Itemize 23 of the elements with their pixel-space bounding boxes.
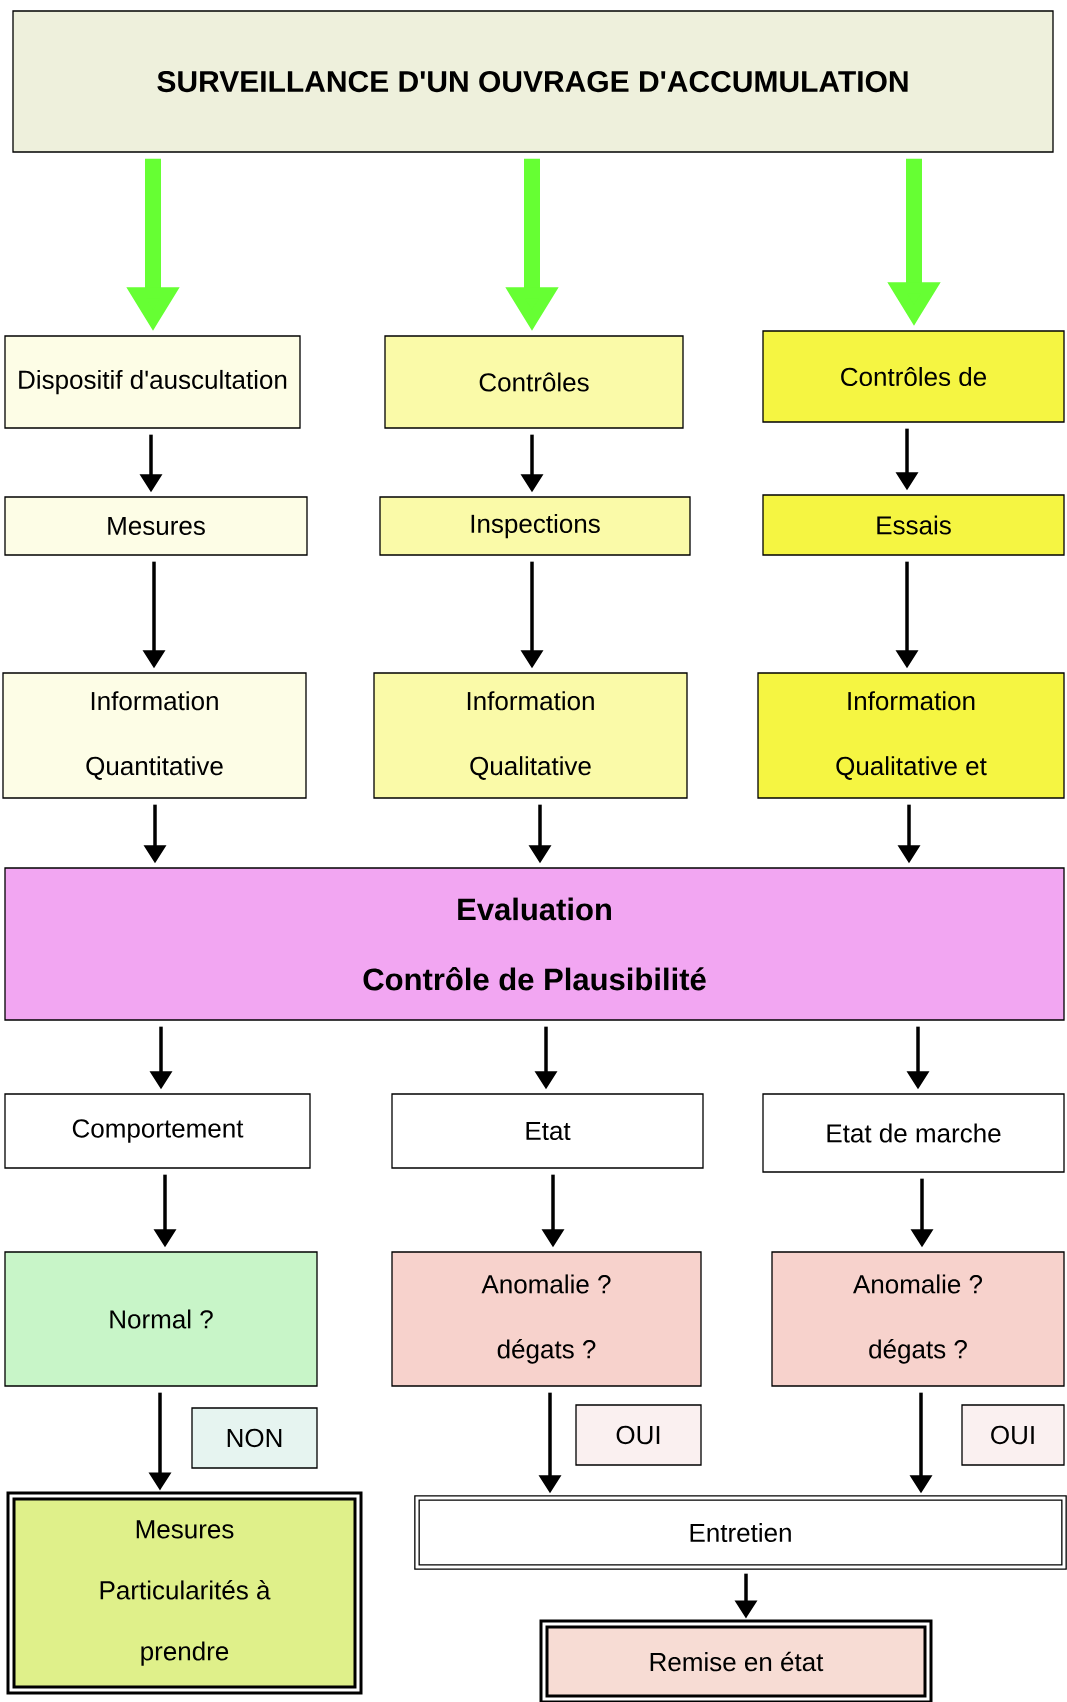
process-box: Dispositif d'auscultation [4, 335, 301, 429]
title-box: SURVEILLANCE D'UN OUVRAGE D'ACCUMULATION [12, 10, 1054, 153]
process-box: Normal ? [4, 1251, 318, 1387]
process-box: Information Qualitative [373, 672, 688, 799]
process-box: Etat de marche [762, 1093, 1065, 1173]
answer-tag: OUI [961, 1404, 1065, 1466]
answer-tag: OUI [575, 1404, 702, 1466]
process-box: Essais [762, 494, 1065, 556]
process-box: Evaluation Contrôle de Plausibilité [4, 867, 1065, 1021]
process-box: Comportement [4, 1093, 311, 1169]
answer-tag: NON [191, 1407, 318, 1469]
process-box: Contrôles de [762, 330, 1065, 423]
process-box: Etat [391, 1093, 704, 1169]
process-box: Inspections [379, 496, 691, 556]
process-box: Contrôles [384, 335, 684, 429]
process-box: Information Qualitative et [757, 672, 1065, 799]
process-box: Anomalie ? dégats ? [771, 1251, 1065, 1387]
process-box: Remise en état [539, 1619, 933, 1702]
process-box: Mesures Particularités à prendre [6, 1491, 363, 1695]
process-box: Mesures [4, 496, 308, 556]
process-box: Entretien [414, 1495, 1067, 1570]
process-box: Information Quantitative [2, 672, 307, 799]
process-box: Anomalie ? dégats ? [391, 1251, 702, 1387]
